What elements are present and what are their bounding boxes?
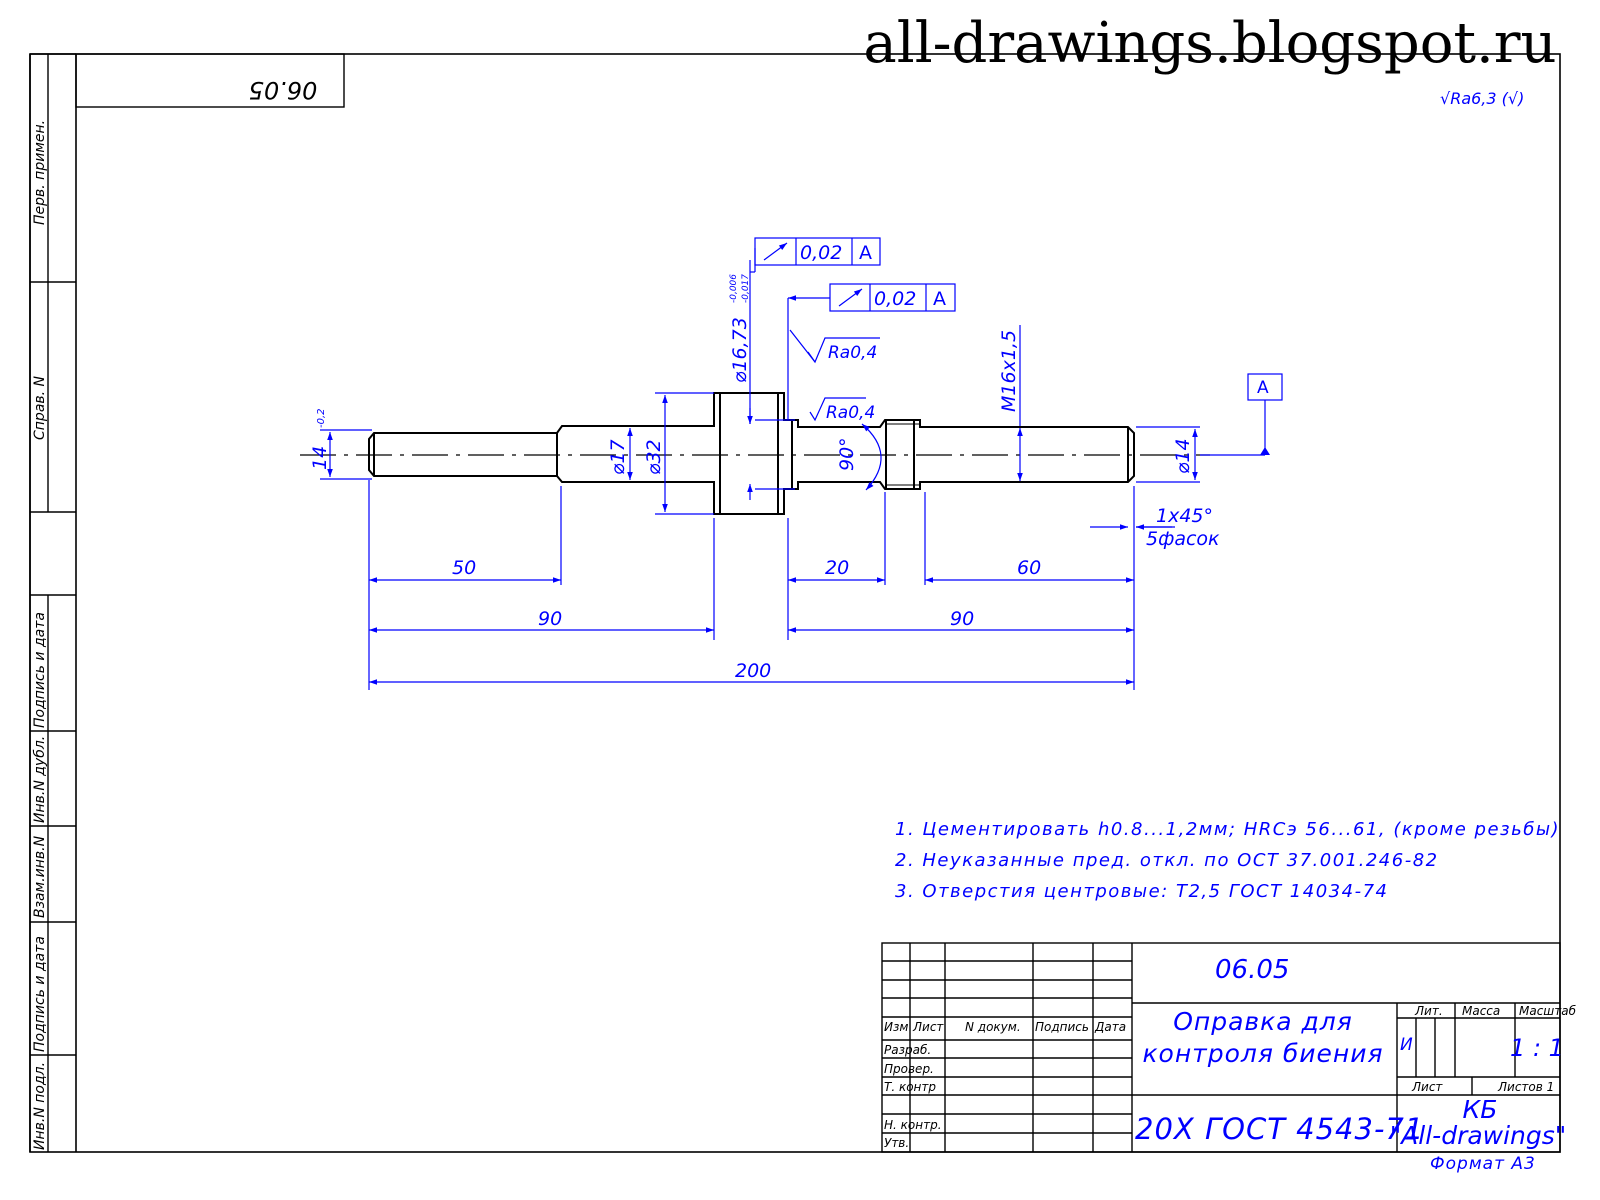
- dim-d1673-tol-up: -0,006: [729, 274, 739, 303]
- roughness-symbols: [807, 337, 880, 422]
- tb-format: Формат А3: [1430, 1154, 1536, 1174]
- note-1: 1. Цементировать h0.8...1,2мм; HRCэ 56..…: [895, 819, 1560, 840]
- tolerance-frame-1: [754, 237, 881, 266]
- roughness-1: Ra0,4: [828, 343, 877, 363]
- tb-col-list: Лист: [912, 1020, 944, 1034]
- dim-m16: M16x1,5: [998, 330, 1020, 412]
- tb-lit: Лит.: [1414, 1004, 1443, 1018]
- tb-row-utv: Утв.: [884, 1136, 909, 1150]
- tb-org-2: "All-drawings": [1390, 1121, 1567, 1150]
- tol1-datum: A: [859, 242, 872, 264]
- stamp-vzam-inv: Взам.инв.N: [32, 835, 48, 918]
- roughness-2: Ra0,4: [826, 403, 875, 423]
- dim-d32: ⌀32: [643, 439, 665, 475]
- dim-len-90-left: 90: [538, 608, 562, 630]
- tb-code: 06.05: [1215, 955, 1289, 985]
- dim-d17: ⌀17: [607, 439, 629, 475]
- tb-masshtab: Масштаб: [1519, 1004, 1577, 1018]
- stamp-podpis-data-1: Подпись и дата: [32, 612, 48, 728]
- dim-len-200: 200: [735, 660, 771, 682]
- stamp-podpis-data-2: Подпись и дата: [32, 936, 48, 1052]
- dim-d14-left-tol: -0,2: [316, 408, 327, 428]
- technical-notes: 1. Цементировать h0.8...1,2мм; HRCэ 56..…: [895, 819, 1560, 902]
- tb-row-prover: Провер.: [884, 1062, 934, 1076]
- shaft-outline: [368, 392, 1135, 515]
- corner-code-box: [75, 53, 345, 108]
- tol2-datum: A: [933, 288, 946, 310]
- dim-len-50: 50: [452, 557, 476, 579]
- tol1-value: 0,02: [800, 242, 842, 264]
- tb-row-razrab: Разраб.: [884, 1043, 931, 1057]
- datum-triangle: [1260, 447, 1270, 455]
- dim-chamfer: 1x45°: [1156, 505, 1213, 527]
- note-2: 2. Неуказанные пред. откл. по ОСТ 37.001…: [895, 850, 1439, 871]
- tb-listov: Листов 1: [1497, 1080, 1554, 1094]
- tb-org-1: КБ: [1463, 1095, 1498, 1124]
- tb-col-data: Дата: [1094, 1020, 1126, 1034]
- tb-scale: 1 : 1: [1510, 1034, 1564, 1062]
- dim-angle: 90°: [836, 437, 858, 471]
- tb-list: Лист: [1411, 1080, 1443, 1094]
- dim-d14-left: 14: [309, 446, 331, 470]
- tb-col-izm: Изм: [884, 1020, 908, 1034]
- tol2-value: 0,02: [874, 288, 916, 310]
- tb-massa: Масса: [1462, 1004, 1500, 1018]
- dim-d1673-tol-lo: -0,017: [741, 274, 751, 303]
- tb-material: 20Х ГОСТ 4543-71: [1135, 1112, 1424, 1146]
- datum-label: A: [1257, 378, 1269, 398]
- dim-len-60: 60: [1017, 557, 1041, 579]
- stamp-inv-podl: Инв.N подл.: [32, 1062, 48, 1150]
- corner-code: 06.05: [249, 76, 318, 104]
- surface-note: √Ra6,3 (√): [1440, 89, 1524, 108]
- tb-col-podpis: Подпись: [1035, 1020, 1089, 1034]
- side-stamp-labels: Перв. примен. Справ. N Подпись и дата Ин…: [32, 120, 48, 1150]
- datum-box: [1247, 373, 1283, 401]
- dim-d14-right: ⌀14: [1172, 438, 1194, 474]
- drawing-frame: [29, 53, 1561, 1153]
- note-3: 3. Отверстия центровые: Т2,5 ГОСТ 14034-…: [895, 881, 1388, 902]
- dim-len-20: 20: [825, 557, 849, 579]
- stamp-perv-primen: Перв. примен.: [32, 120, 48, 225]
- title-block-labels: Лит. Масса Масштаб Лист Листов 1 Изм Лис…: [884, 1004, 1577, 1150]
- dim-len-90-right: 90: [950, 608, 974, 630]
- tb-row-nkontr: Н. контр.: [884, 1118, 942, 1132]
- dim-chamfer-count: 5фасок: [1146, 528, 1220, 550]
- tb-row-tkontr: Т. контр: [884, 1080, 936, 1094]
- stamp-sprav-n: Справ. N: [32, 375, 48, 440]
- tb-name-2: контроля биения: [1142, 1039, 1383, 1068]
- side-stamp: [30, 53, 76, 1152]
- thread-lines: [885, 423, 920, 486]
- watermark: all-drawings.blogspot.ru: [863, 11, 1556, 76]
- tb-name-1: Оправка для: [1173, 1007, 1353, 1036]
- tb-col-ndokum: N докум.: [965, 1020, 1021, 1034]
- dimension-texts: 0,02 A 0,02 A A Ra0,4 Ra0,4 14 -0,2 ⌀17 …: [309, 242, 1269, 682]
- dimension-lines: [320, 248, 1266, 690]
- title-block-texts: 06.05 Оправка для контроля биения 20Х ГО…: [1135, 955, 1566, 1150]
- stamp-inv-dubl: Инв.N дубл.: [32, 736, 48, 823]
- dim-d1673: ⌀16,73: [729, 317, 751, 383]
- tb-lit-value: И: [1400, 1035, 1413, 1055]
- tolerance-frame-2: [829, 283, 956, 312]
- title-block: [881, 942, 1561, 1153]
